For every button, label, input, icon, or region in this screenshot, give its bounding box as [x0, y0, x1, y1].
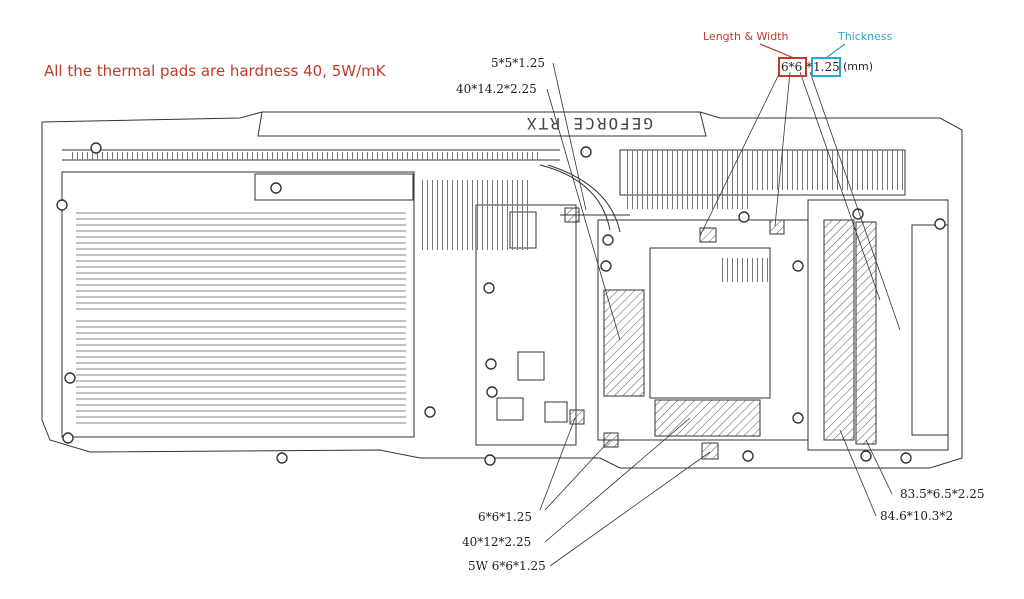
- leader-84: [839, 429, 877, 517]
- leader-6x6-top-c: [799, 71, 881, 301]
- pad-5w: [701, 442, 719, 460]
- leader-6x6-top-d: [809, 71, 901, 331]
- legend-thickness-box: [811, 57, 841, 77]
- label-pad-40x12: 40*12*2.25: [462, 535, 532, 549]
- label-pad-5x5: 5*5*1.25: [491, 56, 545, 70]
- legend-example-sep: *: [806, 60, 812, 74]
- legend-thickness-label: Thickness: [838, 30, 893, 43]
- pad-6x6-d: [769, 219, 785, 235]
- pad-83x6: [855, 221, 877, 445]
- hardness-note: All the thermal pads are hardness 40, 5W…: [44, 62, 386, 80]
- pad-40x12: [654, 399, 761, 437]
- label-pad-40x14: 40*14.2*2.25: [456, 82, 537, 96]
- leader-5x5: [552, 62, 587, 211]
- left-heatsink: [61, 171, 415, 438]
- leader-6x6-top-a: [699, 71, 781, 237]
- pad-84x10: [823, 219, 855, 441]
- pad-6x6-a: [569, 409, 585, 425]
- legend-example-thickness: 1.25: [813, 60, 840, 74]
- label-pad-5w: 5W 6*6*1.25: [468, 559, 546, 573]
- leader-40x12: [544, 417, 691, 543]
- label-pad-83x6: 83.5*6.5*2.25: [900, 487, 985, 501]
- leader-6x6-bottom-a: [539, 417, 576, 511]
- shroud-lettering: GEFORCE RTX: [525, 114, 653, 133]
- leader-5w: [549, 451, 711, 567]
- pad-5x5: [564, 207, 580, 223]
- leader-6x6-top-b: [774, 71, 791, 227]
- legend-length-width-label: Length & Width: [703, 30, 789, 43]
- legend-example-lw: 6*6: [781, 60, 803, 74]
- leader-40x14: [546, 88, 621, 341]
- pad-6x6-c: [699, 227, 717, 243]
- label-pad-6x6: 6*6*1.25: [478, 510, 532, 524]
- leader-6x6-bottom-b: [544, 439, 611, 511]
- legend-unit: (mm): [843, 60, 874, 73]
- pad-6x6-b: [603, 432, 619, 448]
- legend-lw-box: [778, 57, 807, 77]
- leader-83: [865, 439, 893, 495]
- label-pad-84x10: 84.6*10.3*2: [880, 509, 954, 523]
